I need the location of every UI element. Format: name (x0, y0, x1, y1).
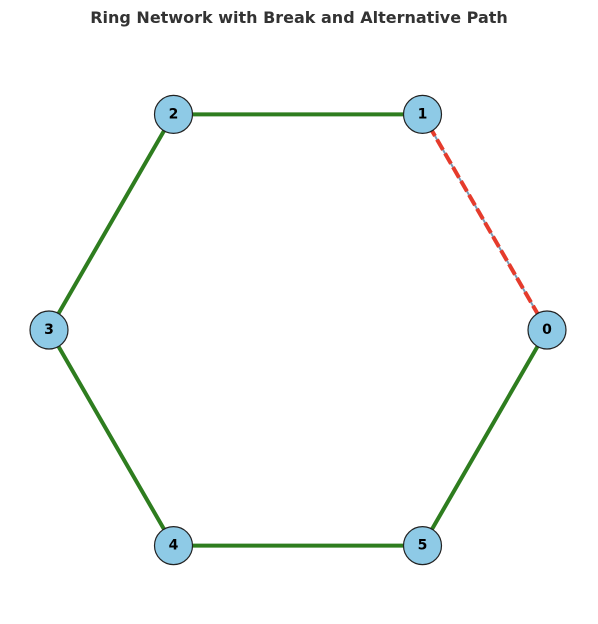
edge-5-0 (420, 328, 549, 547)
edge-0-1-broken (420, 113, 549, 331)
node-label: 5 (418, 538, 428, 554)
node-label: 4 (169, 538, 179, 554)
node-label: 1 (418, 106, 428, 122)
diagram-title: Ring Network with Break and Alternative … (90, 8, 508, 27)
node-circle (527, 310, 567, 350)
edges-layer (47, 112, 549, 548)
node-label: 3 (44, 322, 54, 338)
node-1: 1 (402, 94, 443, 134)
node-3: 3 (29, 310, 69, 350)
node-4: 4 (153, 526, 194, 566)
node-circle (402, 94, 443, 134)
node-label: 2 (169, 106, 179, 122)
node-circle (153, 526, 194, 566)
node-circle (402, 526, 443, 566)
node-circle (29, 310, 69, 350)
node-5: 5 (402, 526, 443, 566)
edge-2-3 (47, 113, 176, 331)
node-0: 0 (527, 310, 567, 350)
node-label: 0 (542, 322, 552, 338)
node-2: 2 (153, 94, 194, 134)
nodes-layer: 0 1 2 3 4 5 (29, 94, 567, 566)
edge-3-4 (47, 328, 176, 547)
node-circle (153, 94, 194, 134)
